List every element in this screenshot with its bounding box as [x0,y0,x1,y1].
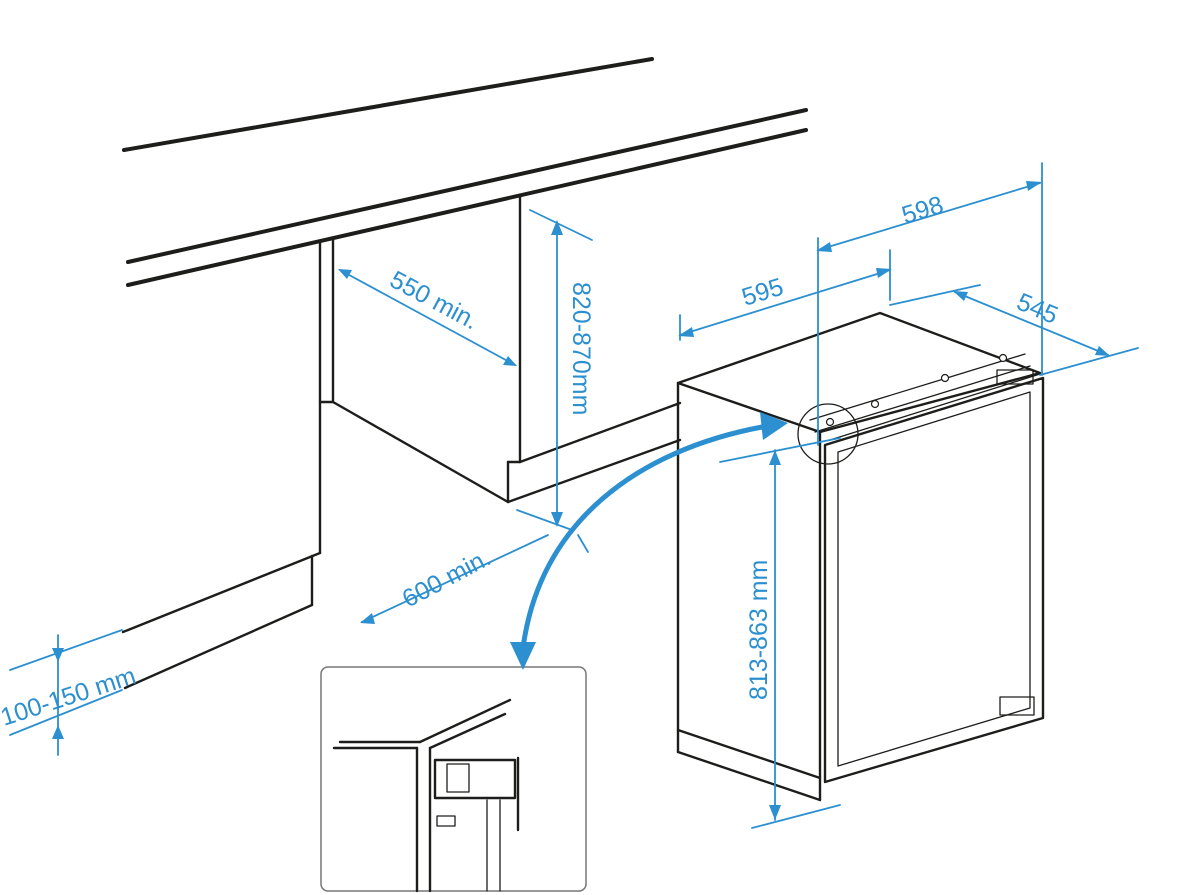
appliance-door [823,376,1045,784]
dimension-lines [9,162,1139,829]
label-plinth-height: 100-150 mm [0,662,139,732]
mounting-rail [809,353,1026,421]
inset-frame [320,666,587,892]
worktop-front-top-edge [126,108,808,264]
label-width-top: 598 [899,191,947,230]
niche-floor-front [506,438,682,504]
appliance-top [676,311,1042,434]
label-niche-height: 820-870mm [567,282,595,415]
label-floor-depth: 600 min. [398,544,496,614]
screw-hole [998,353,1008,363]
arrow-head-down [510,642,536,670]
arrow-head-right [760,412,788,440]
plinth-top-edge [121,551,322,634]
bottom-hinge [999,696,1035,716]
label-depth: 545 [1013,288,1062,330]
niche-floor-left [331,400,510,504]
detail-highlight-circle [797,403,859,465]
appliance-bottom-edge [676,750,822,802]
detail-inset [320,666,587,893]
appliance [676,311,1045,802]
label-width-front: 595 [739,273,787,312]
screw-hole [825,417,835,427]
inset-bracket [433,758,517,800]
worktop-back-edge [122,57,654,152]
label-niche-depth: 550 min. [385,266,483,336]
label-appliance-height: 813-863 mm [745,560,773,700]
screw-hole [870,399,880,409]
detail-callout-arrow [510,412,788,670]
plinth-bottom-edge [123,603,314,690]
worktop-front-bottom-edge [126,128,808,287]
screw-hole [940,373,950,383]
kitchen-cabinet [121,57,808,690]
top-hinge [996,369,1034,385]
door-panel [837,391,1031,767]
